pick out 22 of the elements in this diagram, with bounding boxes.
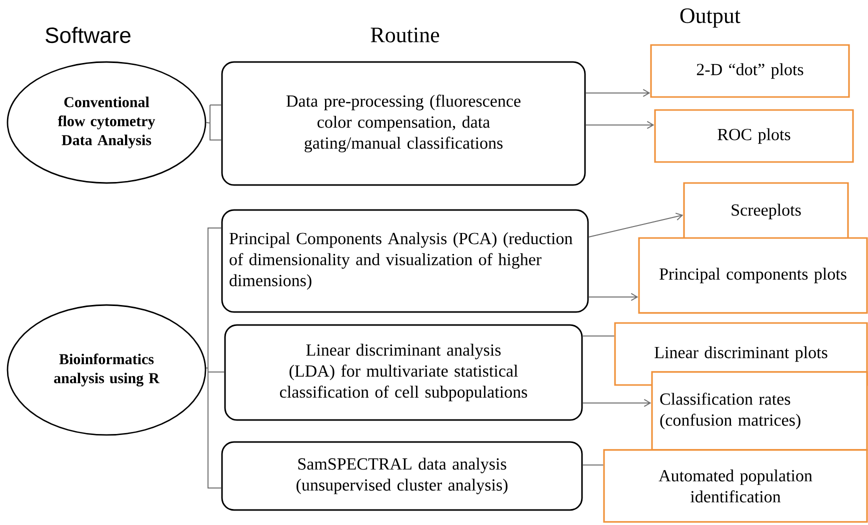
connector bbox=[206, 228, 222, 368]
output-box: 2-D “dot” plots bbox=[650, 44, 850, 98]
process-box: SamSPECTRAL data analysis (unsupervised cluster analysis) bbox=[221, 441, 583, 511]
connector bbox=[206, 368, 222, 488]
process-box: Data pre-processing (fluorescence color compensation, data gating/manual classifications bbox=[221, 61, 586, 186]
output-box: ROC plots bbox=[654, 109, 854, 163]
process-box: Principal Components Analysis (PCA) (reduction of dimensionality and visualization of higher dimensions) bbox=[221, 209, 589, 313]
output-box: Classification rates (confusion matrices) bbox=[651, 371, 868, 451]
connector bbox=[582, 398, 652, 407]
connector bbox=[582, 335, 615, 336]
output-box: Automated population identification bbox=[603, 449, 868, 523]
ellipse-node: Bioinformatics analysis using R bbox=[6, 304, 206, 436]
ellipse-node: Conventional flow cytometry Data Analysis bbox=[6, 61, 206, 184]
connector bbox=[585, 121, 654, 129]
connector bbox=[585, 89, 650, 97]
connector bbox=[588, 293, 638, 301]
output-box: Principal components plots bbox=[638, 237, 868, 314]
output-box: Screeplots bbox=[683, 182, 849, 241]
process-box: Linear discriminant analysis (LDA) for multivariate statistical classification of cell subpopulations bbox=[224, 324, 583, 421]
connector bbox=[588, 212, 684, 238]
connector bbox=[206, 104, 222, 140]
connector bbox=[582, 464, 604, 466]
